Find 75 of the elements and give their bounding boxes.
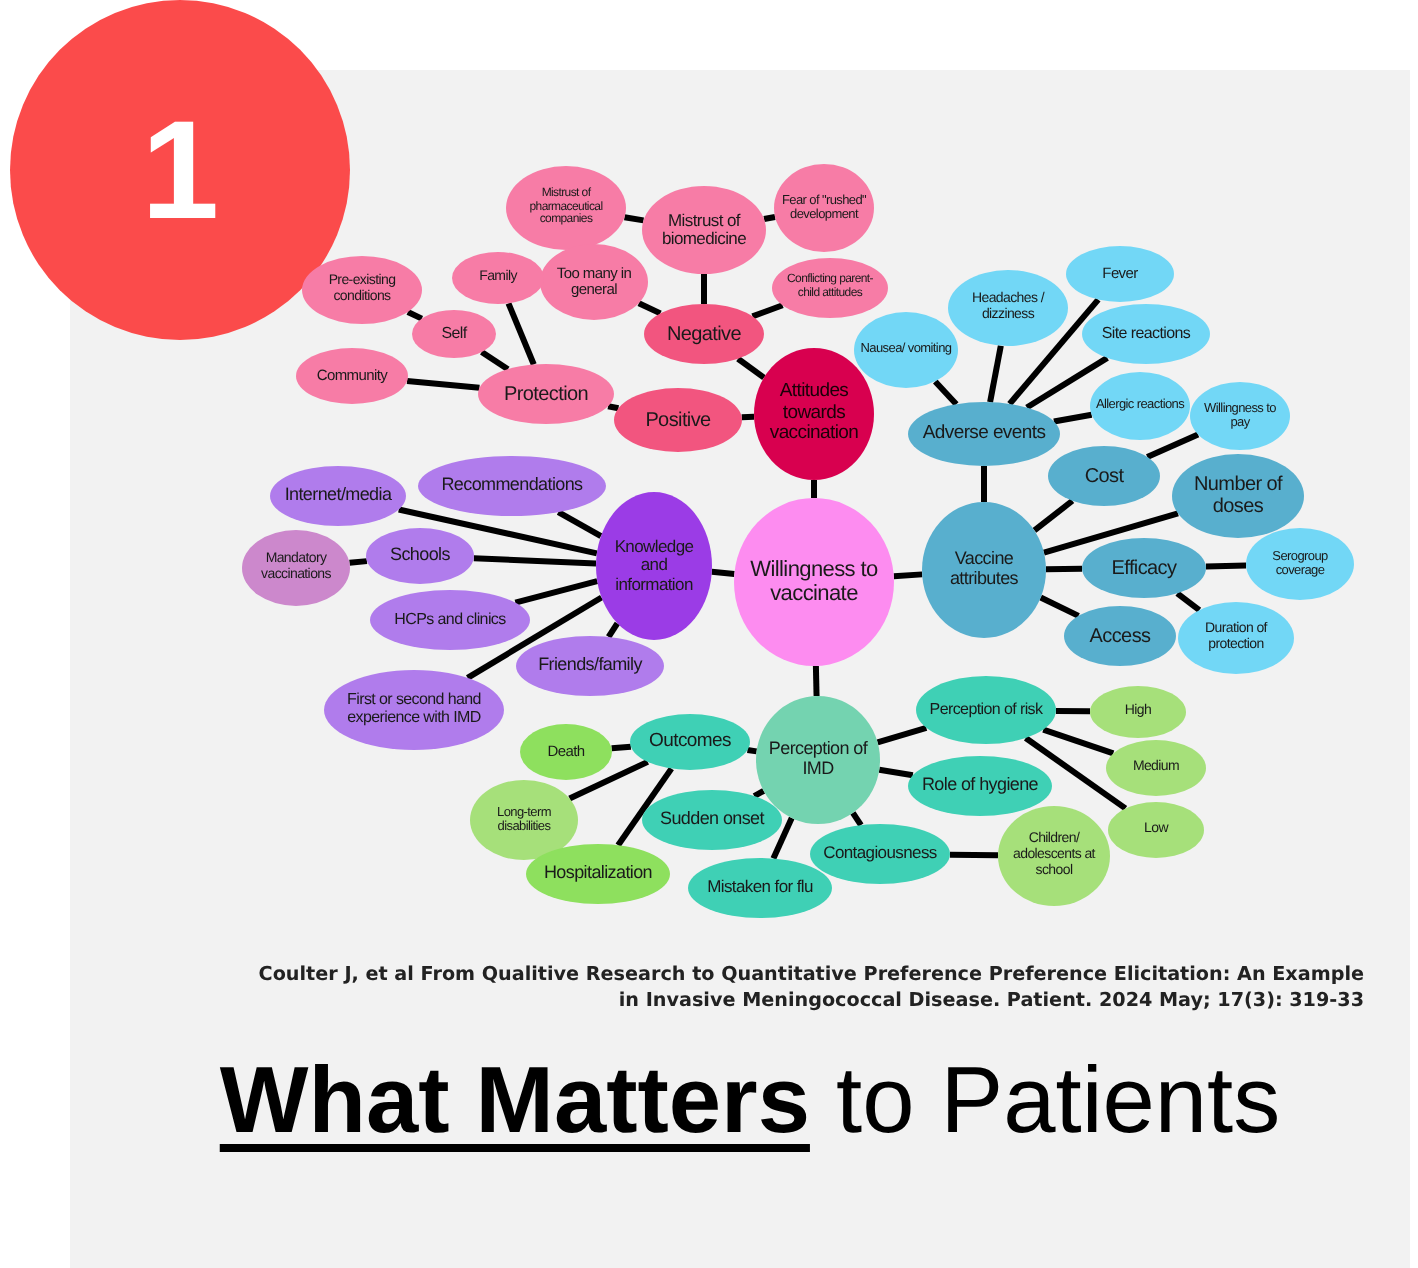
connector-line <box>1045 565 1083 573</box>
connector-line <box>624 214 644 224</box>
citation-caption: Coulter J, et al From Qualitive Research to Quantitative Preference Preference Elicitation: An Example in Invasive Meningococcal Disease. Patient. 2024 May; 17(3): 319-33 <box>256 962 1364 1014</box>
connector-line <box>466 594 604 681</box>
connector-line <box>711 568 735 578</box>
connector-line <box>736 356 766 381</box>
connector-line <box>637 300 662 317</box>
connector-line <box>1205 562 1247 570</box>
connector-line <box>1053 411 1093 425</box>
node-label: Site reactions <box>1101 325 1191 343</box>
node-label: Willingness to vaccinate <box>748 557 880 607</box>
connector-line <box>949 851 999 859</box>
connector-line <box>812 665 820 697</box>
connector-line <box>981 466 987 502</box>
node-label: First or second hand experience with IMD <box>345 692 483 728</box>
node-label: Self <box>441 325 467 343</box>
node-label: Schools <box>390 546 450 566</box>
connector-line <box>611 743 632 752</box>
connector-line <box>1039 594 1080 619</box>
node-label: Recommendations <box>441 476 583 496</box>
connector-line <box>763 214 776 222</box>
connector-line <box>568 759 649 802</box>
connector-line <box>1055 707 1091 715</box>
connector-line <box>473 555 597 567</box>
node-label: Negative <box>666 323 742 345</box>
node-label: Number of doses <box>1191 474 1285 518</box>
node-label: Access <box>1089 625 1151 647</box>
connector-line <box>770 816 795 860</box>
node-label: Mistaken for flu <box>707 878 813 898</box>
node-label: Adverse events <box>922 423 1046 445</box>
connector-line <box>1175 590 1202 613</box>
node-label: Efficacy <box>1111 557 1177 579</box>
node-label: Hospitalization <box>543 864 653 884</box>
node-label: Perception of IMD <box>766 740 870 780</box>
connector-line <box>933 379 959 407</box>
connector-line <box>615 766 674 847</box>
connector-line <box>505 302 537 366</box>
connector-line <box>398 506 598 557</box>
node-label: Contagiousness <box>823 844 937 864</box>
connector-line <box>406 378 480 391</box>
node-label: Positive <box>645 409 711 431</box>
connector-line <box>701 274 707 304</box>
connector-line <box>876 724 928 746</box>
connector-line <box>514 578 598 606</box>
connector-line <box>751 302 784 320</box>
node-label: Knowledge and information <box>612 537 696 595</box>
node-label: Cost <box>1084 465 1124 487</box>
node-label: Role of hygiene <box>921 776 1039 796</box>
node-label: Internet/media <box>284 486 392 506</box>
node-label: Sudden onset <box>660 810 764 830</box>
connector-line <box>556 509 603 539</box>
node-label: HCPs and clinics <box>394 611 506 629</box>
connector-line <box>850 811 864 827</box>
node-label: Protection <box>503 383 589 405</box>
node-label: Perception of risk <box>929 701 1043 719</box>
node-label: Outcomes <box>649 731 731 753</box>
connector-line <box>893 571 923 580</box>
connector-line <box>1042 726 1115 757</box>
connector-line <box>1023 735 1128 811</box>
connector-line <box>1032 498 1075 533</box>
connector-line <box>480 349 510 372</box>
badge-number: 1 <box>141 93 219 247</box>
node-label: Attitudes towards vaccination <box>767 382 861 446</box>
connector-line <box>987 345 1004 403</box>
connector-line <box>878 766 914 779</box>
connector-line <box>741 413 755 421</box>
node-label: Vaccine attributes <box>947 550 1020 590</box>
connector-line <box>349 558 368 566</box>
title-heading: What Matters to Patients <box>217 1044 1283 1156</box>
connector-line <box>1025 355 1109 411</box>
node-label: Friends/family <box>538 656 642 676</box>
connector-line <box>606 621 620 639</box>
node-label: Mistrust of biomedicine <box>659 211 749 249</box>
connector-line <box>1043 510 1179 556</box>
connector-line <box>811 480 817 498</box>
